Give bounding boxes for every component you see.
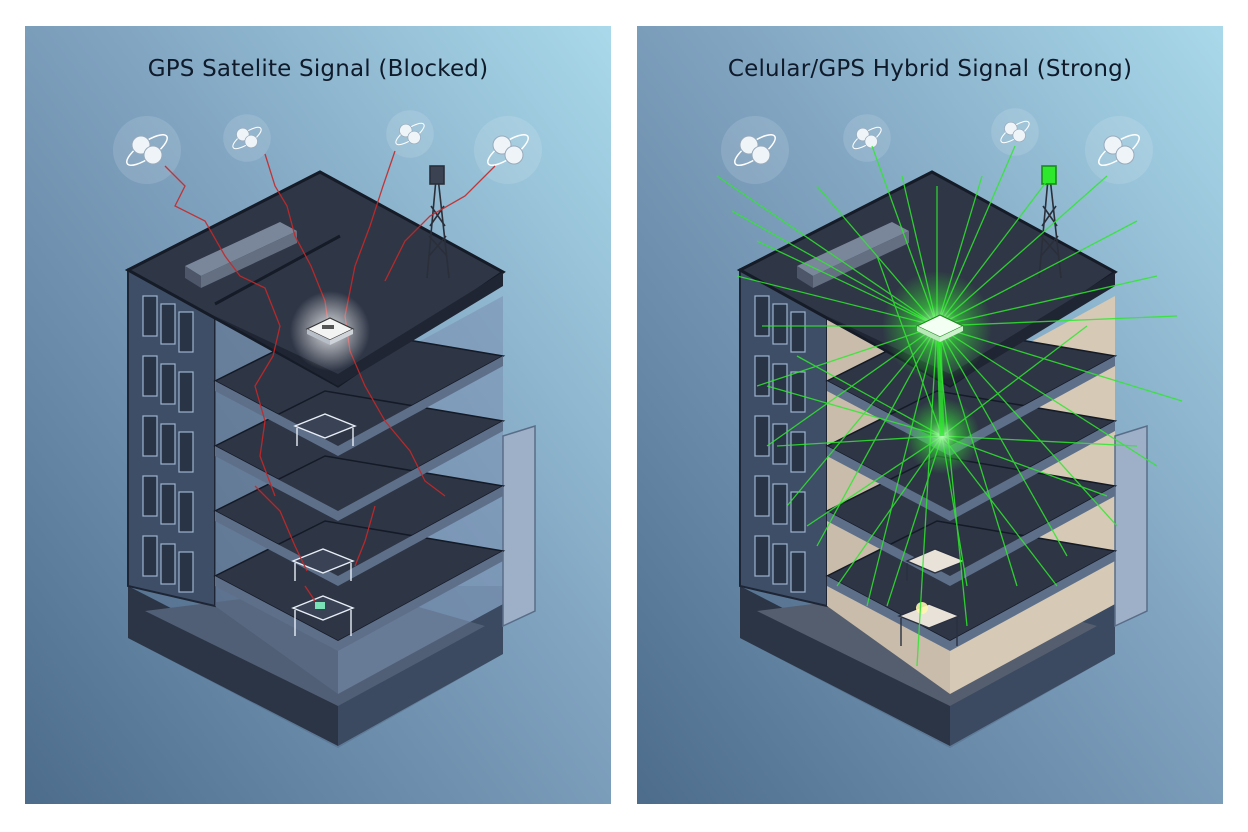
blocked-signal-diagram: [25, 26, 611, 804]
cell-tower-icon: [426, 165, 450, 279]
satellite-icon: [842, 113, 892, 163]
satellite-icon: [385, 109, 435, 159]
panel-title: Celular/GPS Hybrid Signal (Strong): [727, 56, 1133, 82]
panel-title: GPS Satelite Signal (Blocked): [147, 56, 489, 82]
gps-receiver-icon: [305, 317, 355, 345]
satellite-icon: [222, 113, 272, 163]
satellite-icon: [112, 115, 182, 185]
hybrid-signal-diagram: [637, 26, 1223, 804]
cell-tower-icon: [1038, 165, 1062, 279]
satellite-icon: [990, 107, 1040, 157]
gps-receiver-icon: [915, 314, 965, 342]
building: [124, 170, 536, 748]
device-light-icon: [916, 602, 928, 614]
phone-icon: [315, 602, 325, 609]
satellite-icon: [473, 115, 543, 185]
satellite-icon: [1084, 115, 1154, 185]
panel-gps-blocked: GPS Satelite Signal (Blocked): [25, 26, 611, 804]
satellite-icon: [720, 115, 790, 185]
panel-hybrid-strong: Celular/GPS Hybrid Signal (Strong): [637, 26, 1223, 804]
